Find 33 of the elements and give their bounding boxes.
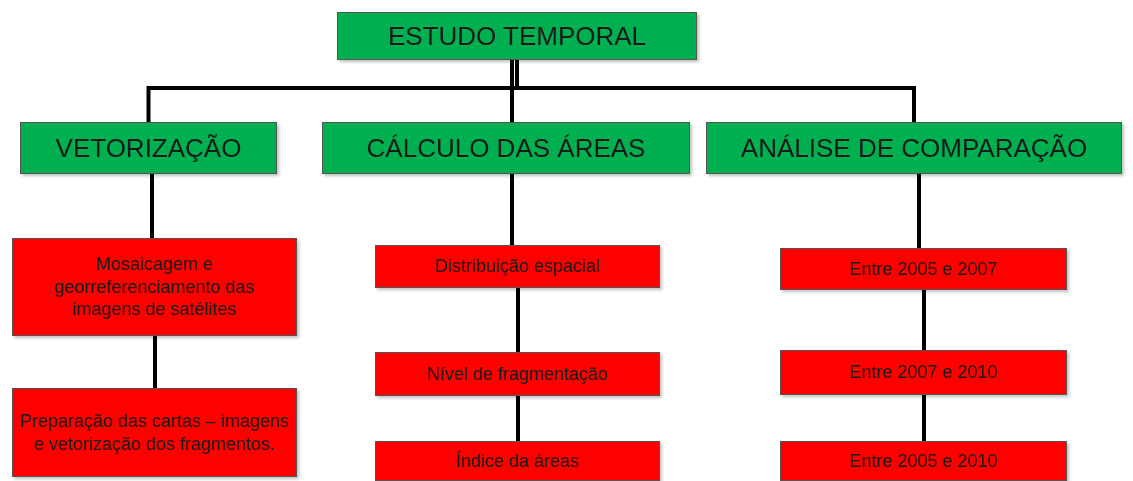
connector-line [516, 396, 520, 441]
box-label: Mosaicagem e georreferenciamento das imagens de satélites [53, 253, 256, 321]
box-label: ANÁLISE DE COMPARAÇÃO [740, 133, 1088, 163]
box-label: Entre 2005 e 2010 [849, 449, 998, 473]
task-box [375, 441, 660, 481]
category-box [20, 122, 277, 174]
box-label: Distribuição espacial [434, 255, 601, 278]
category-box [706, 122, 1122, 174]
connector-line [150, 174, 154, 238]
box-label: Entre 2007 e 2010 [849, 361, 998, 384]
task-box [12, 238, 297, 336]
connector-line [516, 288, 520, 352]
task-box [375, 352, 660, 396]
category-box [322, 122, 690, 174]
task-box [780, 248, 1067, 290]
box-label: VETORIZAÇÃO [55, 133, 242, 163]
task-box [12, 388, 297, 477]
task-box [780, 350, 1067, 395]
connector-line [153, 336, 157, 388]
task-box [780, 441, 1067, 481]
box-label: ESTUDO TEMPORAL [387, 21, 647, 51]
connector-line [922, 395, 926, 441]
connector-line [917, 174, 921, 248]
box-label: Entre 2005 e 2007 [849, 257, 998, 281]
box-label: Índice da áreas [455, 449, 580, 473]
category-box [337, 12, 697, 60]
task-box [375, 245, 660, 288]
connector-line [510, 174, 514, 245]
box-label: Preparação das cartas – imagens e vetorização dos fragmentos. [19, 410, 290, 455]
connector-line [922, 290, 926, 350]
box-label: CÁLCULO DAS ÁREAS [366, 133, 646, 163]
box-label: Nível de fragmentação [426, 362, 609, 386]
connector-line [510, 60, 514, 122]
